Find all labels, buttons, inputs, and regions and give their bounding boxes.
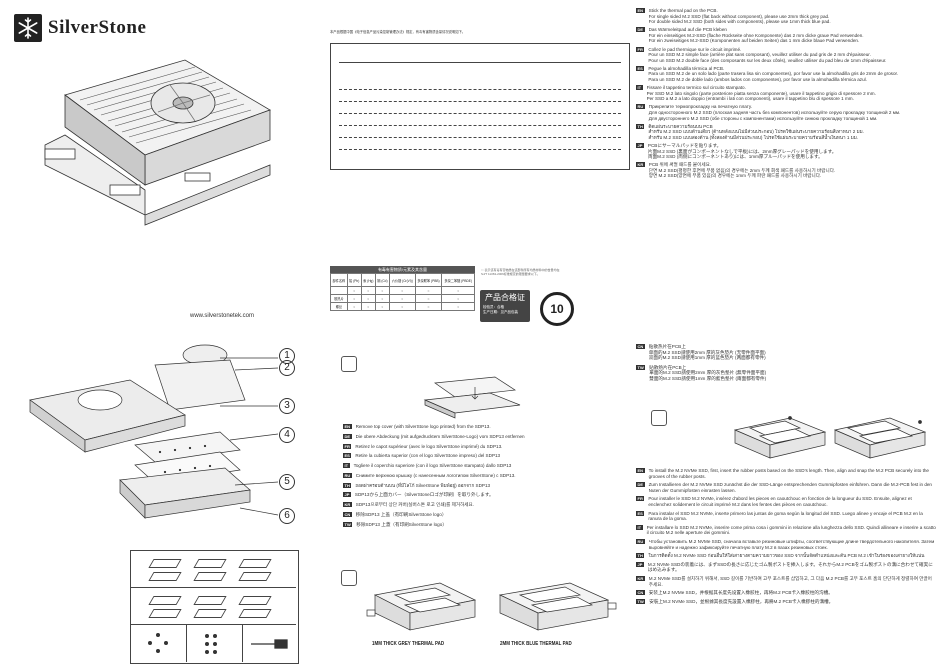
thermal-pad-icon <box>238 596 272 605</box>
step-2-right-illustration <box>498 582 617 631</box>
table-row: 螺丝 ○○○○○○ <box>330 302 475 311</box>
thermal-pad-icon <box>238 572 272 581</box>
snowflake-icon <box>14 14 42 42</box>
hazard-col-header: 部件名称 <box>330 273 348 287</box>
step-2-left-label: 1MM THICK GREY THERMAL PAD <box>372 641 445 647</box>
part-label-3: 3 <box>279 398 295 414</box>
hazard-table: 有毒有害物质/元素及其含量 部件名称 铅 (Pb) 汞 (Hg) 镉 (Cd) … <box>330 266 475 311</box>
exploded-view-illustration <box>29 344 279 519</box>
qc-certificate: 产品合格证 检验员：合格 生产日期：见产品包装 <box>480 290 530 322</box>
epup-icon: 10 <box>540 292 574 326</box>
hazard-col-header: 镉 (Cd) <box>374 273 390 287</box>
epup-number: 10 <box>550 302 564 316</box>
thermal-pad-icon <box>193 572 227 581</box>
qc-line: 生产日期：见产品包装 <box>483 310 518 314</box>
thermal-pad-icon <box>148 559 182 568</box>
thermal-pad-icon <box>148 572 182 581</box>
step-2-right-label: 2MM THICK BLUE THERMAL PAD <box>500 641 572 647</box>
thermal-pad-icon <box>238 559 272 568</box>
part-label-2: 2 <box>279 360 295 376</box>
step-3-marker <box>651 410 667 426</box>
product-illustration <box>44 59 271 226</box>
thermal-pad-icon <box>238 609 272 618</box>
screwdriver-icon <box>251 639 288 649</box>
hazard-col-header: 六价铬 (Cr(VI)) <box>388 273 416 287</box>
hazard-col-header: 铅 (Pb) <box>346 273 362 287</box>
website-url: www.silverstonetek.com <box>190 313 255 319</box>
accessory-box <box>130 550 299 664</box>
thermal-pad-icon <box>193 559 227 568</box>
notes-box <box>330 43 630 170</box>
thermal-pad-icon <box>193 596 227 605</box>
hazard-table-title: 有毒有害物质/元素及其含量 <box>330 266 475 273</box>
hazard-col-header: 多溴二苯醚 (PBDE) <box>441 273 475 287</box>
step-1-illustration <box>423 376 521 419</box>
thermal-pad-icon <box>148 596 182 605</box>
screw-icon <box>205 634 217 654</box>
step-3-illustration <box>733 416 927 459</box>
qc-title: 产品合格证 <box>485 293 525 302</box>
thermal-pad-icon <box>193 609 227 618</box>
hazard-col-header: 多溴联苯 (PBB) <box>414 273 443 287</box>
brand-logo: SilverStone <box>14 14 146 42</box>
table-row: ○○○○○○ <box>330 286 475 295</box>
part-label-4: 4 <box>279 427 295 443</box>
qc-line: 检验员：合格 <box>483 305 504 309</box>
part-label-5: 5 <box>279 474 295 490</box>
brand-name: SilverStone <box>48 17 147 38</box>
hazard-col-header: 汞 (Hg) <box>360 273 376 287</box>
table-row: 散热片 ○○○○○○ <box>330 294 475 303</box>
step-2-marker <box>341 570 357 586</box>
step-1-marker <box>341 356 357 372</box>
step-2-left-illustration <box>366 582 477 631</box>
hazard-legend: ○: 表示该有毒有害物质在该部件所有均质材料中的含量均在SJ/T 11363-2… <box>481 268 560 276</box>
thermal-pad-icon <box>148 609 182 618</box>
rubber-post-icon <box>148 633 168 653</box>
compliance-note: 本产品根据中国《电子信息产品污染控制管理办法》规定，有毒有害物质含量情况说明如下… <box>330 30 466 34</box>
part-label-6: 6 <box>279 508 295 524</box>
